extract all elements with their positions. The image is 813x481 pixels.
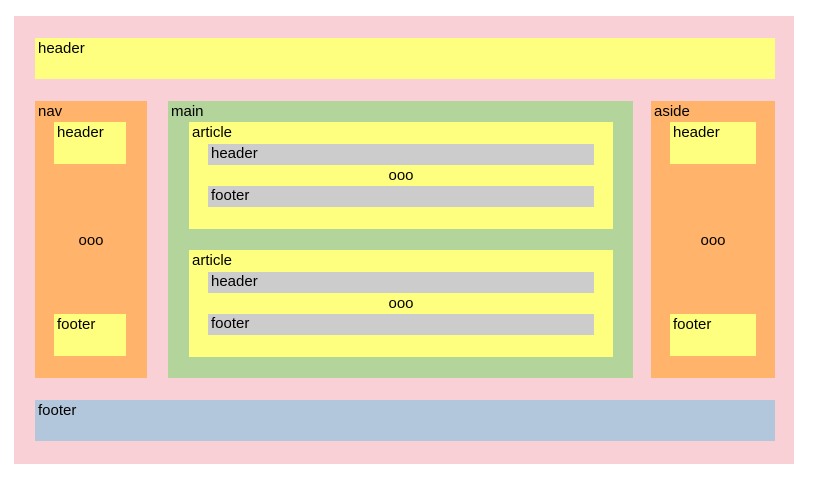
article-1: article header ooo footer — [189, 122, 613, 229]
aside-content-ellipsis: ooo — [700, 232, 726, 249]
article-1-footer: footer — [208, 186, 594, 207]
aside-section: aside header ooo footer — [651, 101, 775, 378]
aside-header: header — [670, 122, 756, 164]
article-2: article header ooo footer — [189, 250, 613, 357]
nav-section: nav header ooo footer — [35, 101, 147, 378]
article-2-label: article — [192, 252, 233, 269]
article-1-footer-label: footer — [211, 187, 250, 204]
article-2-footer-label: footer — [211, 315, 250, 332]
article-1-content-ellipsis: ooo — [388, 167, 414, 184]
page-footer-label: footer — [38, 402, 77, 419]
aside-header-label: header — [673, 124, 720, 141]
aside-footer: footer — [670, 314, 756, 356]
article-2-content-ellipsis: ooo — [388, 295, 414, 312]
page-header: header — [35, 38, 775, 79]
nav-header: header — [54, 122, 126, 164]
main-section: main article header ooo footer article h… — [168, 101, 633, 378]
aside-footer-label: footer — [673, 316, 712, 333]
article-1-header: header — [208, 144, 594, 165]
article-1-header-label: header — [211, 145, 258, 162]
nav-content-ellipsis: ooo — [78, 232, 104, 249]
aside-label: aside — [654, 103, 690, 120]
page-footer: footer — [35, 400, 775, 441]
nav-footer: footer — [54, 314, 126, 356]
main-label: main — [171, 103, 204, 120]
page-header-label: header — [38, 40, 85, 57]
nav-label: nav — [38, 103, 63, 120]
article-2-header-label: header — [211, 273, 258, 290]
nav-header-label: header — [57, 124, 104, 141]
article-2-footer: footer — [208, 314, 594, 335]
article-1-label: article — [192, 124, 233, 141]
article-2-header: header — [208, 272, 594, 293]
nav-footer-label: footer — [57, 316, 96, 333]
page-container: header nav header ooo footer main articl… — [14, 16, 794, 464]
